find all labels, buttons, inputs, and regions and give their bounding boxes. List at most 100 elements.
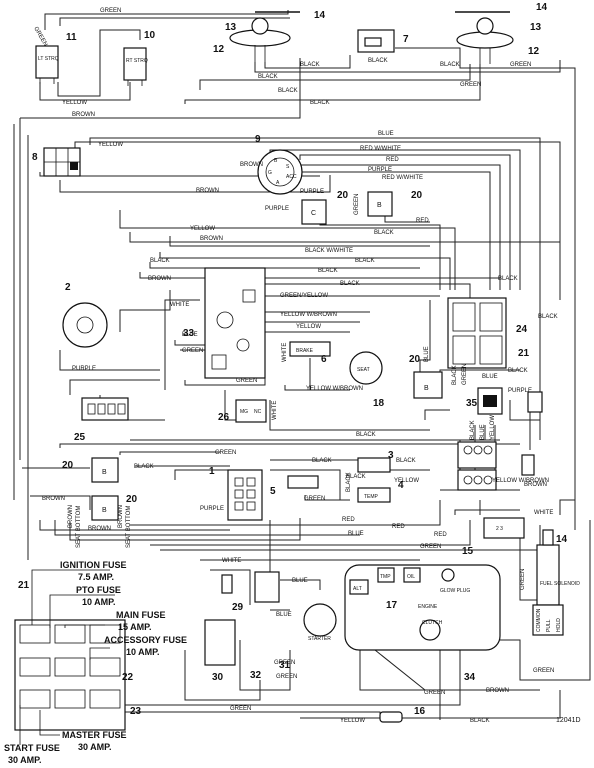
wire-label: BLACK (258, 74, 278, 80)
wire-label: WHITE (534, 510, 553, 516)
callout-30: 34 (464, 672, 476, 683)
temp-sender (377, 567, 395, 583)
callout-20e: 20 (126, 494, 138, 505)
callout-25: 29 (232, 602, 244, 613)
callout-3: 3 (388, 450, 394, 461)
wire-label: BLUE (182, 332, 198, 338)
oil-sender (403, 567, 421, 583)
callout-23: 25 (74, 432, 86, 443)
wire-label: GREEN (230, 706, 251, 712)
callout-numbers: 11 10 13 14 12 7 14 13 12 8 9 20 20 2 33… (18, 2, 568, 717)
wire-label: BLACK (538, 314, 558, 320)
callout-17: 16 (414, 706, 426, 717)
callout-29: 33 (183, 328, 195, 339)
component-label: CLUTCH (422, 620, 443, 626)
wire-label: BLACK (355, 258, 375, 264)
callout-13b: 13 (530, 22, 542, 33)
component-label: GLOW PLUG (440, 588, 470, 594)
fuse-block-21 (14, 619, 126, 731)
callout-12: 12 (213, 44, 225, 55)
wire-label: WHITE (272, 401, 278, 420)
callout-21b: 21 (18, 580, 30, 591)
component-label: HOLD (556, 618, 562, 632)
callout-1: 1 (209, 466, 215, 477)
component-32 (521, 454, 535, 476)
callout-2: 2 (65, 282, 71, 293)
wire-label: YELLOW (394, 478, 419, 484)
connector-1 (227, 469, 263, 521)
wire-label: GREEN (276, 674, 297, 680)
component-label: RT STRQ (126, 58, 148, 64)
callout-26: 30 (212, 672, 224, 683)
callout-13: 13 (225, 22, 237, 33)
wire-label: PURPLE (368, 167, 392, 173)
callout-19: 18 (373, 398, 385, 409)
pto-fuse-label: PTO FUSE (76, 585, 121, 595)
left-strobe-relay (35, 45, 59, 79)
wire-label: PURPLE (300, 189, 324, 195)
wire-label: YELLOW (490, 415, 496, 440)
start-fuse-amp: 30 AMP. (8, 755, 42, 765)
wire-label: YELLOW (190, 226, 215, 232)
ignition-fuse-amp: 7.5 AMP. (78, 572, 114, 582)
callout-12b: 12 (528, 46, 540, 57)
callout-6: 6 (321, 354, 327, 365)
fuse-labels: IGNITION FUSE 7.5 AMP. PTO FUSE 10 AMP. … (4, 560, 187, 765)
seat-switch-icon (349, 351, 383, 385)
callout-21d: 23 (130, 706, 142, 717)
callout-18: 17 (386, 600, 398, 611)
wire-label: WHITE (222, 558, 241, 564)
master-fuse-label: MASTER FUSE (62, 730, 127, 740)
wire-label: RED W/WHITE (360, 146, 401, 152)
callout-22: 24 (516, 324, 528, 335)
wire-label: GREEN (354, 194, 360, 215)
wire-label: GREEN/YELLOW (280, 293, 328, 299)
wire-label: BLACK (470, 718, 490, 724)
right-strobe-relay (123, 47, 147, 81)
wire-label: GREEN (100, 8, 121, 14)
main-fuse-label: MAIN FUSE (116, 610, 166, 620)
callout-7: 7 (403, 34, 409, 45)
wire-label: SEAT BOTTOM (76, 506, 82, 548)
component-labels: LT STRQ RT STRQ SEAT BRAKE TEMP ALT TMP … (38, 56, 580, 642)
wire-label: BROWN (72, 112, 95, 118)
brake-switch (289, 341, 331, 357)
component-label: G (268, 170, 272, 176)
battery-26 (204, 619, 236, 666)
component-label: B (102, 469, 107, 476)
callout-4: 4 (398, 480, 404, 491)
wire-label: GREEN (510, 62, 531, 68)
wire-label: BLACK (374, 230, 394, 236)
wire-label: BROWN (68, 505, 74, 528)
fuel-solenoid (536, 544, 560, 606)
callout-21c: 22 (122, 672, 134, 683)
left-headlight-icon (229, 11, 300, 62)
callout-15: 14 (556, 534, 568, 545)
wire-label: BLACK (508, 368, 528, 374)
relay-25 (254, 571, 280, 603)
component-label: 2 3 (496, 526, 503, 532)
engine (344, 564, 501, 651)
wire-lines (13, 10, 591, 720)
wire-label: BLACK W/WHITE (305, 248, 353, 254)
wire-label: BROWN (240, 162, 263, 168)
fuse-holder-17 (379, 711, 403, 723)
callout-20b: 20 (411, 190, 423, 201)
wire-label: GREEN (420, 544, 441, 550)
wire-label: GREEN (182, 348, 203, 354)
wire-label: BLACK (310, 100, 330, 106)
relay-20-e (91, 495, 119, 521)
component-label: SEAT (357, 367, 370, 373)
wire-label: BROWN (42, 496, 65, 502)
component-31 (477, 387, 503, 415)
wire-label: SEAT BOTTOM (126, 506, 132, 548)
callout-31: 35 (466, 398, 478, 409)
callout-20d: 20 (62, 460, 74, 471)
relay-20-a (301, 199, 327, 225)
glow-plug-icon (441, 568, 455, 582)
component-3 (357, 457, 391, 473)
wire-label: BLACK (396, 458, 416, 464)
component-label: ACC (286, 174, 297, 180)
start-fuse-label: START FUSE (4, 743, 60, 753)
wire-label: PURPLE (200, 506, 224, 512)
